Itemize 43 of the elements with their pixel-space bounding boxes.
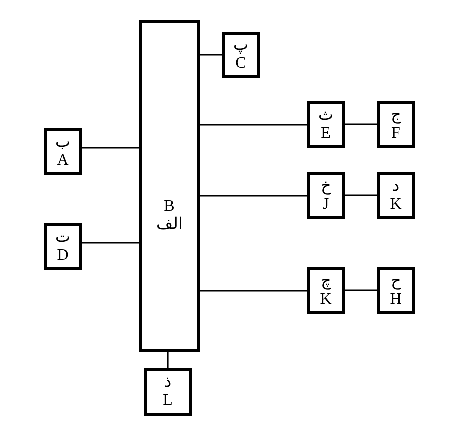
box-label: D [57,246,69,264]
box-label: پ [234,37,248,55]
connector-line [200,195,307,197]
connector-line [345,290,377,292]
box [307,101,345,148]
box-label: K [320,290,332,308]
box [139,20,200,352]
box-label: ث [318,106,334,124]
box-label: C [236,55,246,73]
box-label: ت [56,228,70,246]
box-label: ب [56,134,70,152]
box [307,172,345,219]
box-label: H [390,290,402,308]
box-label: F [392,124,400,142]
connector-line [345,124,377,126]
box [307,267,345,314]
connector-line [200,54,222,56]
connector-line [345,194,377,196]
box-label: A [57,152,69,170]
box-label: ذ [164,374,172,392]
box [44,128,82,175]
box [222,32,260,78]
connector-line [167,352,169,368]
connector-line [82,147,139,149]
box [44,223,82,270]
box-label: د [392,178,400,196]
box-label: L [163,392,173,410]
box [144,368,192,416]
box [377,101,415,148]
box-label: E [321,124,331,142]
box-label: ح [391,272,401,290]
connector-line [200,124,307,126]
box-label: خ [321,178,331,196]
box [377,267,415,314]
box-label: چ [321,272,331,290]
connector-line [82,242,139,244]
connector-line [200,290,307,292]
box [377,172,415,219]
box-label: J [322,196,330,214]
box-label: ج [391,106,401,124]
box-label: B [164,198,175,216]
box-label: الف [156,216,182,234]
box-label: K [390,196,402,214]
